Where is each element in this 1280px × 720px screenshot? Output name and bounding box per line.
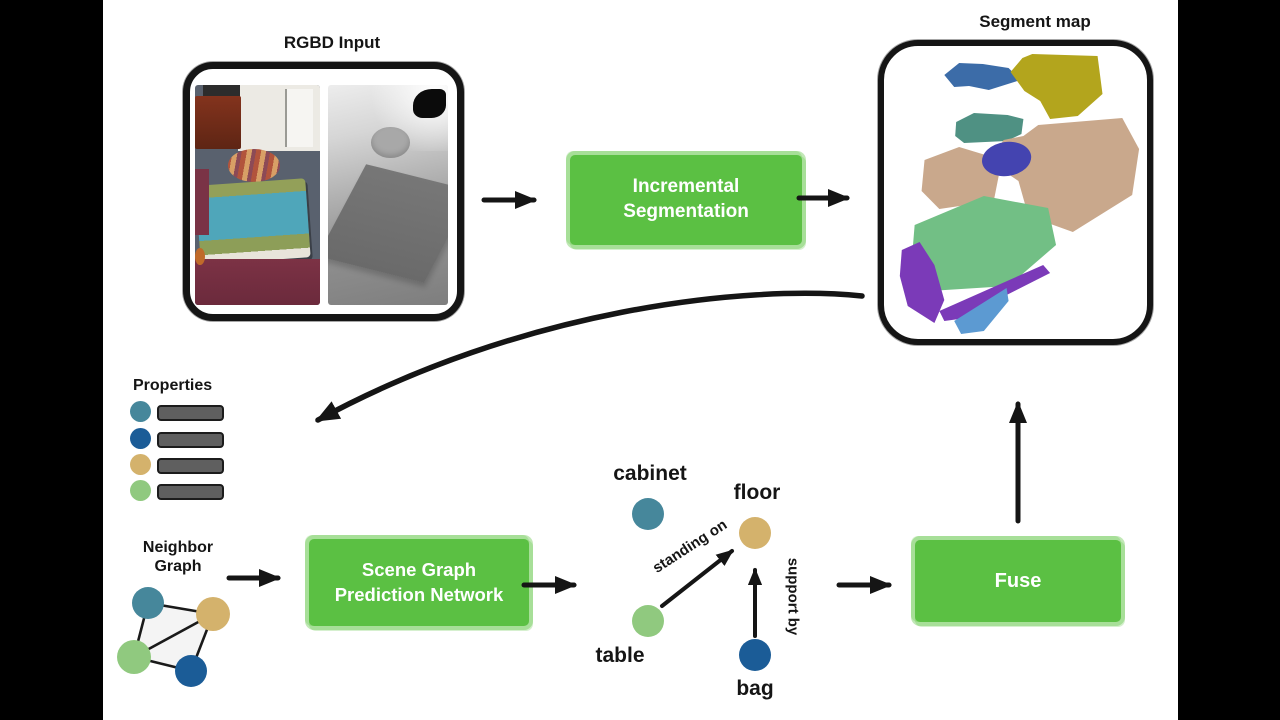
node-floor-label: floor bbox=[733, 481, 781, 504]
segment-shelf-blue bbox=[944, 63, 1021, 90]
segment-cabinet-teal bbox=[955, 113, 1024, 143]
node-floor bbox=[739, 517, 771, 549]
neighbor-node-teal bbox=[132, 587, 164, 619]
depth-bean-bag bbox=[371, 126, 410, 158]
segment-map-graphic bbox=[899, 54, 1140, 334]
segment-beanbag-indigo bbox=[982, 141, 1032, 177]
neighbor-node-green bbox=[117, 640, 151, 674]
cushion-photo bbox=[195, 247, 205, 266]
segment-floor-right-tan bbox=[988, 118, 1140, 232]
segment-couch-purple bbox=[899, 242, 945, 323]
rgb-image bbox=[195, 85, 320, 305]
depth-hole bbox=[413, 89, 446, 118]
segment-strip-purple bbox=[939, 265, 1051, 321]
property-color-dot bbox=[130, 480, 151, 501]
table-photo bbox=[195, 178, 311, 265]
fuse-label: Fuse bbox=[994, 570, 1042, 592]
property-color-dot bbox=[130, 454, 151, 475]
neighbor-graph-fill bbox=[134, 603, 213, 671]
node-table bbox=[632, 605, 664, 637]
depth-image bbox=[328, 85, 448, 305]
bean-bag-photo bbox=[227, 148, 280, 182]
segment-map-label: Segment map bbox=[979, 12, 1091, 31]
scene-graph-prediction-label: Scene Graph Prediction Network bbox=[334, 559, 504, 605]
segment-floor-left-tan bbox=[921, 147, 999, 209]
segment-wall-olive bbox=[1010, 54, 1103, 119]
rgbd-input-frame bbox=[183, 62, 464, 321]
node-table-label: table bbox=[595, 644, 645, 667]
property-bar bbox=[157, 432, 224, 448]
rgbd-input-label: RGBD Input bbox=[283, 33, 381, 52]
fuse-box: Fuse bbox=[915, 540, 1121, 622]
segment-table-green bbox=[911, 196, 1057, 291]
neighbor-graph-label: Neighbor Graph bbox=[142, 539, 214, 576]
incremental-segmentation-box: Incremental Segmentation bbox=[570, 155, 802, 245]
properties-label: Properties bbox=[133, 377, 213, 394]
couch-photo bbox=[195, 258, 320, 305]
neighbor-graph bbox=[117, 587, 230, 687]
depth-table bbox=[328, 164, 448, 283]
neighbor-node-blue bbox=[175, 655, 207, 687]
segment-map-frame bbox=[878, 40, 1153, 345]
node-cabinet bbox=[632, 498, 664, 530]
edge-label-support-by: support by bbox=[784, 557, 802, 636]
property-bar bbox=[157, 484, 224, 500]
couch-arm-photo bbox=[195, 168, 209, 235]
property-bar bbox=[157, 458, 224, 474]
property-color-dot bbox=[130, 401, 151, 422]
door bbox=[285, 89, 314, 147]
scene-graph-prediction-box: Scene Graph Prediction Network bbox=[309, 539, 529, 626]
node-bag-label: bag bbox=[736, 677, 774, 700]
cabinet-photo bbox=[195, 96, 242, 149]
node-bag bbox=[739, 639, 771, 671]
property-bar bbox=[157, 405, 224, 421]
neighbor-node-tan bbox=[196, 597, 230, 631]
node-cabinet-label: cabinet bbox=[613, 462, 687, 485]
segment-misc-lightblue bbox=[954, 288, 1009, 334]
incremental-segmentation-label: Incremental Segmentation bbox=[623, 176, 749, 222]
property-color-dot bbox=[130, 428, 151, 449]
